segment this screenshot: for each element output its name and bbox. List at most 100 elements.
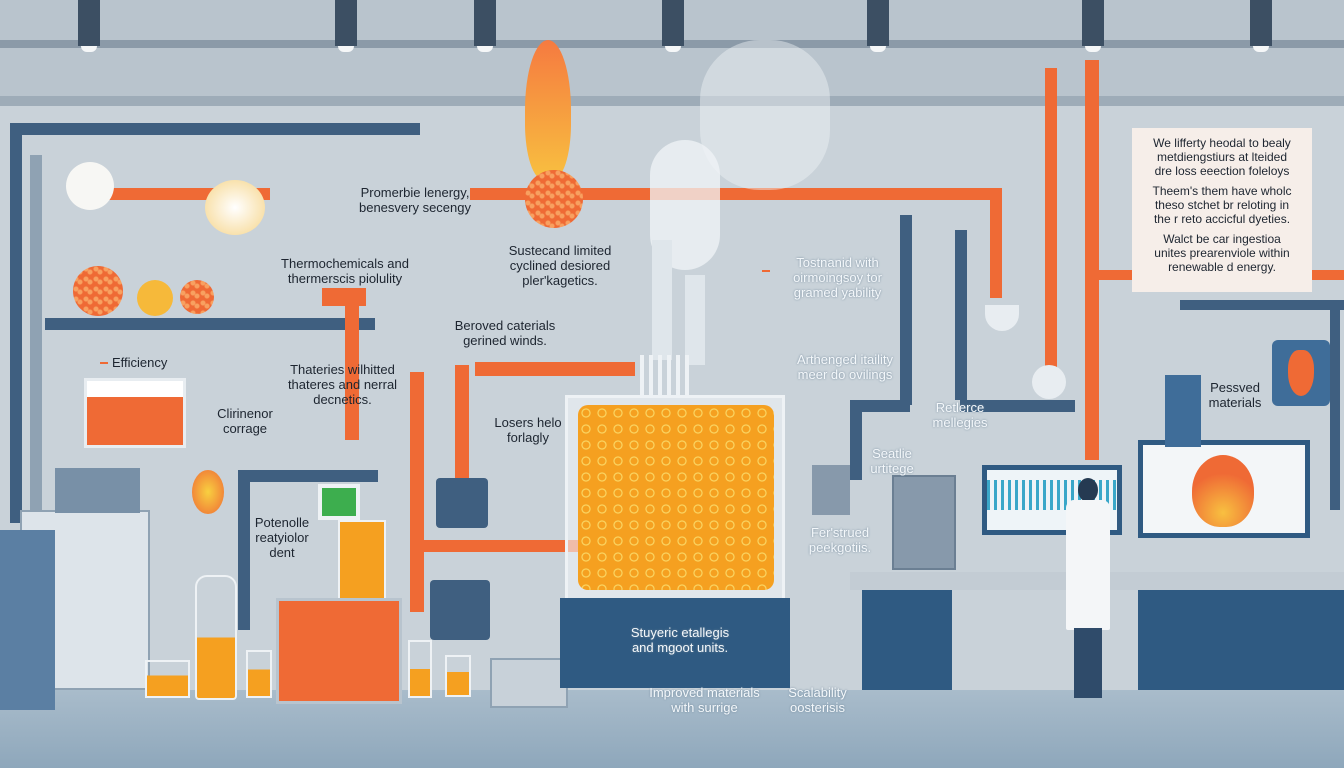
label-line: Beroved caterials: [454, 318, 556, 333]
label-line: urtitege: [870, 461, 914, 476]
machine: [55, 468, 140, 513]
arrow-icon: [100, 362, 108, 364]
label-line: Potenolle: [254, 515, 310, 530]
pipe: [850, 400, 910, 412]
ceiling-lamp: [1250, 0, 1272, 52]
label-line: Seatlie: [872, 446, 912, 461]
label-line: gramed yability: [793, 285, 882, 300]
label-line: Promerbie lenergy,: [360, 185, 470, 200]
pipe: [10, 123, 420, 135]
label-line: Thateries wilhitted: [290, 362, 395, 377]
pipe: [1045, 68, 1057, 368]
label-line: Sustecand limited: [508, 243, 612, 258]
orange-sphere: [525, 170, 583, 228]
label-line: peekgotiis.: [808, 540, 872, 555]
cabinet: [0, 530, 55, 710]
jar: [145, 660, 190, 698]
label-line: oirmoingsoy tor: [793, 270, 882, 285]
info-line: metdiengstiurs at lteided: [1156, 150, 1288, 164]
pipe: [960, 400, 1075, 412]
control-unit: [436, 478, 488, 528]
tank: [84, 378, 186, 448]
lab-cabinet: [1138, 590, 1344, 690]
info-line: renewable d energy.: [1168, 260, 1276, 274]
label-line: corrage: [222, 421, 268, 436]
pipe: [345, 300, 359, 440]
smoke: [700, 40, 830, 190]
label-line: mellegies: [932, 415, 988, 430]
exhaust-pipe: [685, 275, 705, 365]
pipe: [900, 215, 912, 405]
glowing-sphere: [205, 180, 265, 235]
arrow-icon: [762, 270, 770, 272]
label-line: decnetics.: [313, 392, 372, 407]
pipe: [238, 470, 250, 630]
pipe: [1180, 300, 1344, 310]
ceiling-lamp: [1082, 0, 1104, 52]
label-line: Clirinenor: [217, 406, 273, 421]
label-line: Retlerce: [935, 400, 985, 415]
label-line: Thermochemicals and: [281, 256, 409, 271]
label-line: Fer'strued: [810, 525, 870, 540]
label-line: and mgoot units.: [631, 640, 729, 655]
info-line: We lifferty heodal to bealy: [1153, 136, 1291, 150]
reactor-base: [560, 598, 790, 688]
label-line: with surrige: [671, 700, 738, 715]
lamp: [985, 305, 1019, 331]
pipe: [1330, 300, 1340, 510]
pipe: [410, 372, 424, 612]
control-unit: [430, 580, 490, 640]
scientist: [1060, 478, 1110, 698]
crate: [276, 598, 402, 704]
label-line: thermerscis piolulity: [287, 271, 403, 286]
ceiling-lamp: [335, 0, 357, 52]
pipe: [850, 400, 862, 480]
machine: [1165, 375, 1201, 447]
beaker: [338, 520, 386, 600]
info-line: Theem's them have wholc: [1152, 184, 1292, 198]
lamp: [1032, 365, 1066, 399]
pipe: [955, 230, 967, 400]
legs: [1074, 628, 1102, 698]
label-line: thateres and nerral: [287, 377, 398, 392]
pipe: [238, 470, 378, 482]
label-line: Improved materials: [649, 685, 760, 700]
control-panel: [892, 475, 956, 570]
jar: [246, 650, 272, 698]
container: [490, 658, 568, 708]
exhaust-pipe: [652, 240, 672, 360]
info-line: dre loss eeection foleloys: [1154, 164, 1290, 178]
info-line: Walct be car ingestioa: [1163, 232, 1281, 246]
pipe: [10, 123, 22, 523]
label-line: Losers helo: [494, 415, 562, 430]
label-line: dent: [269, 545, 295, 560]
pipe: [420, 540, 580, 552]
info-line: unites prearenviole within: [1154, 246, 1290, 260]
label-line: Arthenged itaility: [796, 352, 894, 367]
jar: [408, 640, 432, 698]
bottle: [195, 575, 237, 700]
pipe: [990, 188, 1002, 298]
label-line: gerined winds.: [463, 333, 547, 348]
orange-block: [322, 288, 366, 306]
ceiling-lamp: [867, 0, 889, 52]
pipe: [1085, 60, 1099, 460]
flame: [525, 40, 571, 180]
lab-coat: [1066, 500, 1110, 630]
pipe: [475, 362, 635, 376]
yellow-sphere: [137, 280, 173, 316]
